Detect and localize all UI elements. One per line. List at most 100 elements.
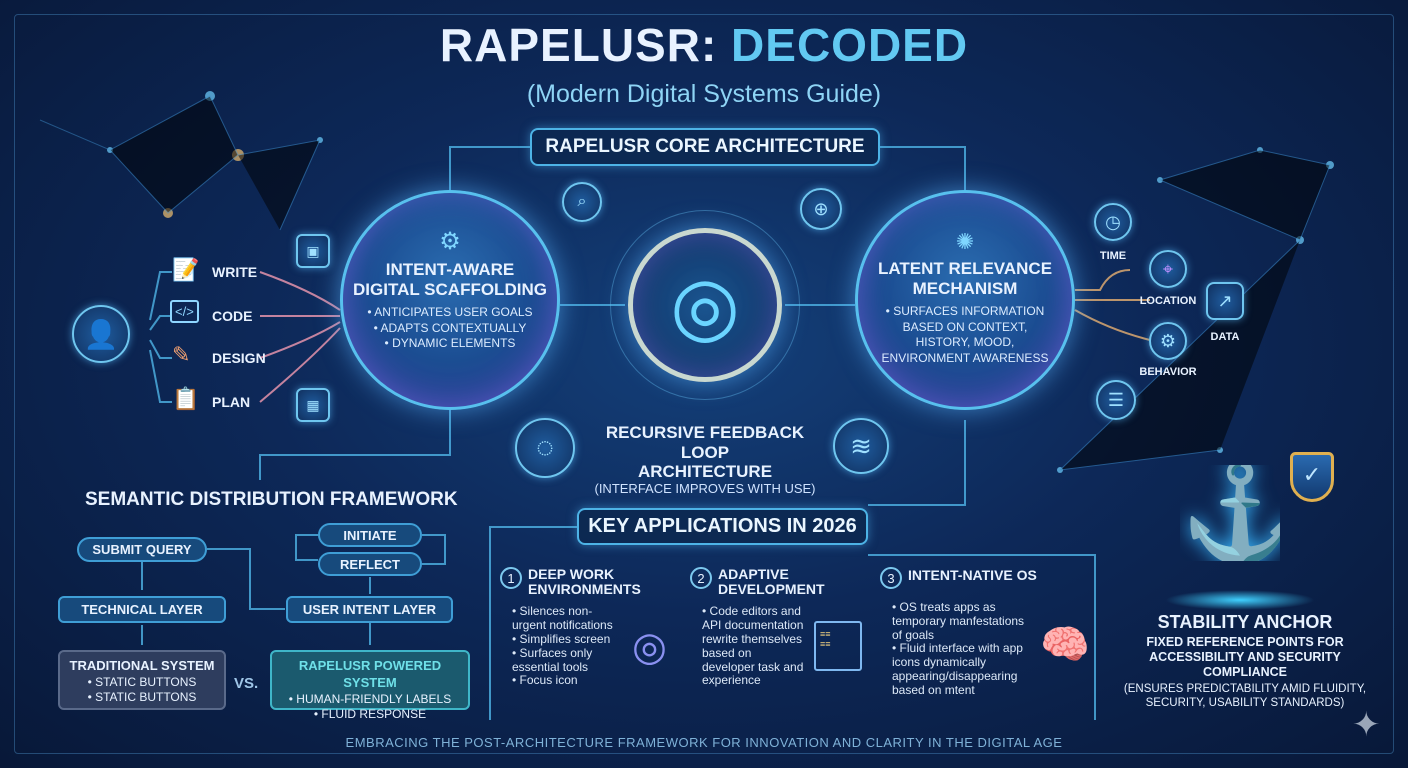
application-1: 1 DEEP WORK ENVIRONMENTS Silences non-urg… (500, 566, 685, 688)
traditional-system-box: TRADITIONAL SYSTEM • STATIC BUTTONS • ST… (58, 650, 226, 710)
signal-time: TIME (1099, 250, 1127, 262)
signal-data: DATA (1210, 331, 1240, 343)
feedback-title: RECURSIVE FEEDBACK LOOP (605, 423, 805, 462)
target-crosshair-icon: ⊕ (800, 188, 842, 230)
number-badge: 3 (880, 567, 902, 589)
connector (880, 146, 966, 190)
swirl-logo-icon: ◎ (628, 228, 782, 382)
key-applications-title: KEY APPLICATIONS IN 2026 (577, 508, 868, 545)
connector (868, 554, 1096, 720)
application-2: 2 ADAPTIVE DEVELOPMENT Code editors and A… (690, 566, 875, 688)
location-pin-icon: ⌖ (1149, 250, 1187, 288)
powered-item: • FLUID RESPONSE (313, 707, 427, 722)
anchor-glow (1165, 590, 1315, 610)
center-outer-ring (610, 210, 800, 400)
code-window-icon: ≡≡≡≡ (814, 621, 862, 671)
traditional-item: • STATIC BUTTONS (87, 690, 197, 705)
feedback-title: ARCHITECTURE (637, 462, 773, 482)
reflect-node: REFLECT (318, 552, 422, 576)
anchor-icon: ⚓ (1180, 465, 1280, 561)
application-bullet: Fluid interface with app icons dynamical… (892, 641, 1032, 697)
target-icon: ◎ (632, 625, 667, 669)
border-frame (14, 14, 1394, 754)
document-pencil-icon: 📝 (172, 257, 200, 282)
orb-bullet: • DYNAMIC ELEMENTS (384, 336, 516, 351)
signal-behavior: BEHAVIOR (1139, 366, 1197, 378)
connector (449, 146, 530, 190)
connector (259, 410, 451, 480)
traditional-item: • STATIC BUTTONS (87, 674, 197, 689)
connector (295, 534, 446, 565)
signal-location: LOCATION (1139, 295, 1197, 307)
footer-tagline: EMBRACING THE POST-ARCHITECTURE FRAMEWOR… (345, 735, 1063, 750)
input-code: CODE (212, 308, 253, 324)
input-design: DESIGN (212, 350, 266, 366)
orb-title: INTENT-AWARE (385, 260, 515, 279)
main-title: RAPELUSR: DECODED (0, 18, 1408, 72)
application-title: DEEP WORK ENVIRONMENTS (528, 566, 641, 598)
powered-system-box: RAPELUSR POWERED SYSTEM • HUMAN-FRIENDLY… (270, 650, 470, 721)
semantic-framework-title: SEMANTIC DISTRIBUTION FRAMEWORK (85, 489, 458, 510)
title-part2: DECODED (731, 19, 969, 71)
title-part1: RAPELUSR: (439, 19, 718, 71)
profile-card-icon: ▣ (296, 234, 330, 268)
sparkle-icon: ✦ (1352, 706, 1381, 744)
application-bullet: Code editors and API documentation rewri… (702, 605, 807, 688)
clock-icon: ◷ (1094, 203, 1132, 241)
feedback-loop-text: RECURSIVE FEEDBACK LOOP ARCHITECTURE (IN… (580, 423, 830, 497)
layers-icon: ≋ (833, 418, 889, 474)
application-bullet: Silences non-urgent notifications (512, 605, 622, 633)
swirl-icon: ◌ (515, 418, 575, 478)
core-architecture-label: RAPELUSR CORE ARCHITECTURE (530, 128, 880, 166)
orb-title: DIGITAL SCAFFOLDING (353, 279, 547, 299)
orb-title: LATENT RELEVANCE (877, 259, 1053, 278)
application-bullet: OS treats apps as temporary manfestation… (892, 600, 1032, 642)
powered-title: RAPELUSR POWERED SYSTEM (298, 658, 442, 690)
connector (149, 271, 172, 403)
user-intent-layer-node: USER INTENT LAYER (286, 596, 453, 623)
clipboard-icon: 📋 (172, 386, 200, 411)
network-hub-icon: ✺ (955, 229, 975, 254)
pencil-ruler-icon: ✎ (172, 342, 191, 367)
stability-anchor-text: STABILITY ANCHOR FIXED REFERENCE POINTS … (1120, 612, 1370, 711)
orb-bullet: • ADAPTS CONTEXTUALLY (373, 320, 527, 335)
stability-title: STABILITY ANCHOR (1157, 612, 1333, 632)
traditional-title: TRADITIONAL SYSTEM (69, 658, 215, 673)
application-title: INTENT-NATIVE OS (908, 567, 1037, 583)
brain-icon: 🧠 (1040, 623, 1090, 667)
application-3: 3 INTENT-NATIVE OS OS treats apps as temp… (880, 567, 1090, 698)
initiate-node: INITIATE (318, 523, 422, 547)
powered-item: • HUMAN-FRIENDLY LABELS (288, 691, 452, 706)
number-badge: 2 (690, 567, 712, 589)
application-title: ADAPTIVE DEVELOPMENT (718, 566, 825, 598)
orb-body: • SURFACES INFORMATION BASED ON CONTEXT,… (881, 304, 1049, 365)
input-write: WRITE (212, 264, 258, 280)
submit-query-node: SUBMIT QUERY (77, 537, 207, 562)
connector (259, 271, 341, 403)
stability-description: FIXED REFERENCE POINTS FOR ACCESSIBILITY… (1146, 635, 1344, 679)
input-plan: PLAN (212, 394, 251, 410)
connector (207, 548, 371, 645)
connector (1074, 269, 1151, 341)
database-icon: ☰ (1096, 380, 1136, 420)
number-badge: 1 (500, 567, 522, 589)
connector (489, 526, 577, 720)
calendar-icon: ▦ (296, 388, 330, 422)
orb-bullet: • ANTICIPATES USER GOALS (367, 305, 533, 320)
code-monitor-icon: </> (170, 300, 199, 323)
stability-note: (ENSURES PREDICTABILITY AMID FLUIDITY, S… (1123, 683, 1367, 709)
versus-label: VS. (234, 675, 259, 692)
user-icon: 👤 (72, 305, 130, 363)
chart-icon: ↗ (1206, 282, 1244, 320)
technical-layer-node: TECHNICAL LAYER (58, 596, 226, 623)
subtitle: (Modern Digital Systems Guide) (526, 80, 882, 108)
orb-title: MECHANISM (912, 278, 1018, 298)
feedback-subtitle: (INTERFACE IMPROVES WITH USE) (594, 480, 816, 496)
gear-icon: ⚙ (439, 228, 461, 255)
application-bullet: Simplifies screen (512, 632, 622, 647)
application-bullet: Surfaces only essential tools (512, 646, 622, 675)
connector (868, 420, 966, 506)
